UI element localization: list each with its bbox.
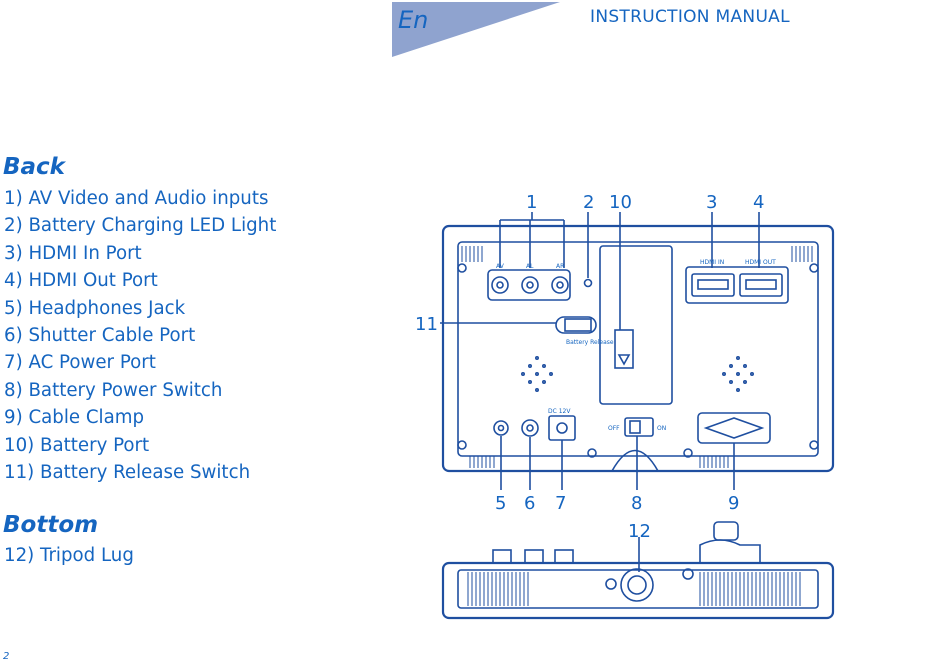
back-section-heading: Back — [3, 154, 65, 180]
list-item: 5) Headphones Jack — [4, 297, 186, 319]
bottom-parts-list: 12) Tripod Lug — [4, 542, 134, 569]
back-parts-list: 1) AV Video and Audio inputs 2) Battery … — [4, 185, 276, 486]
list-item: 10) Battery Port — [4, 434, 150, 456]
power-on-label: ON — [657, 425, 666, 432]
charging-led-icon — [583, 278, 593, 288]
battery-port — [599, 245, 673, 405]
language-code: En — [398, 6, 429, 34]
screw-icon — [457, 440, 467, 450]
list-item: 11) Battery Release Switch — [4, 461, 251, 483]
ar-jack-icon — [551, 276, 569, 294]
list-item: 2) Battery Charging LED Light — [4, 215, 277, 237]
list-item: 1) AV Video and Audio inputs — [4, 188, 269, 209]
av-label: AV — [496, 263, 505, 270]
page-number: 2 — [3, 651, 10, 662]
callout-8: 8 — [631, 493, 642, 514]
hdmi-out-port-icon — [739, 273, 783, 297]
battery-release-switch — [555, 316, 597, 334]
hdmi-in-label: HDMI IN — [700, 259, 724, 266]
screw-icon — [587, 448, 597, 458]
callout-2: 2 — [583, 192, 594, 213]
speaker-grille-right — [721, 355, 754, 392]
language-tab-shape — [392, 2, 560, 57]
speaker-grille-left — [520, 355, 553, 392]
callout-6: 6 — [524, 493, 535, 514]
al-label: AL — [526, 263, 534, 270]
callout-12: 12 — [628, 521, 651, 542]
callout-3: 3 — [706, 192, 717, 213]
list-item: 12) Tripod Lug — [4, 545, 134, 566]
list-item: 7) AC Power Port — [4, 352, 156, 374]
monitor-body — [441, 224, 835, 473]
list-item: 9) Cable Clamp — [4, 407, 145, 429]
al-jack-icon — [521, 276, 539, 294]
screw-icon — [809, 440, 819, 450]
manual-title: INSTRUCTION MANUAL — [590, 7, 790, 27]
screw-icon — [683, 448, 693, 458]
ar-label: AR — [556, 263, 564, 270]
screw-icon — [809, 263, 819, 273]
callout-7: 7 — [555, 493, 566, 514]
list-item: 3) HDMI In Port — [4, 242, 142, 264]
callout-10: 10 — [609, 192, 632, 213]
list-item: 8) Battery Power Switch — [4, 379, 223, 401]
callout-11: 11 — [415, 314, 438, 335]
callout-1: 1 — [526, 192, 537, 213]
callout-9: 9 — [728, 493, 739, 514]
tripod-lug-icon — [620, 568, 654, 602]
av-jack-icon — [491, 276, 509, 294]
list-item: 6) Shutter Cable Port — [4, 324, 196, 346]
hdmi-out-label: HDMI OUT — [745, 259, 776, 266]
list-item: 4) HDMI Out Port — [4, 270, 158, 292]
screw-icon — [457, 263, 467, 273]
headphone-jack-icon — [493, 420, 509, 436]
hdmi-in-port-icon — [691, 273, 735, 297]
bottom-section-heading: Bottom — [3, 512, 99, 538]
monitor-bottom-view — [441, 561, 835, 620]
shutter-port-icon — [521, 419, 539, 437]
callout-5: 5 — [495, 493, 506, 514]
battery-release-label: Battery Release — [566, 339, 614, 346]
dc-port-label: DC 12V — [548, 408, 571, 415]
dc-power-port-icon — [548, 415, 576, 441]
battery-power-switch — [624, 417, 654, 437]
power-off-label: OFF — [608, 425, 620, 432]
callout-4: 4 — [753, 192, 764, 213]
